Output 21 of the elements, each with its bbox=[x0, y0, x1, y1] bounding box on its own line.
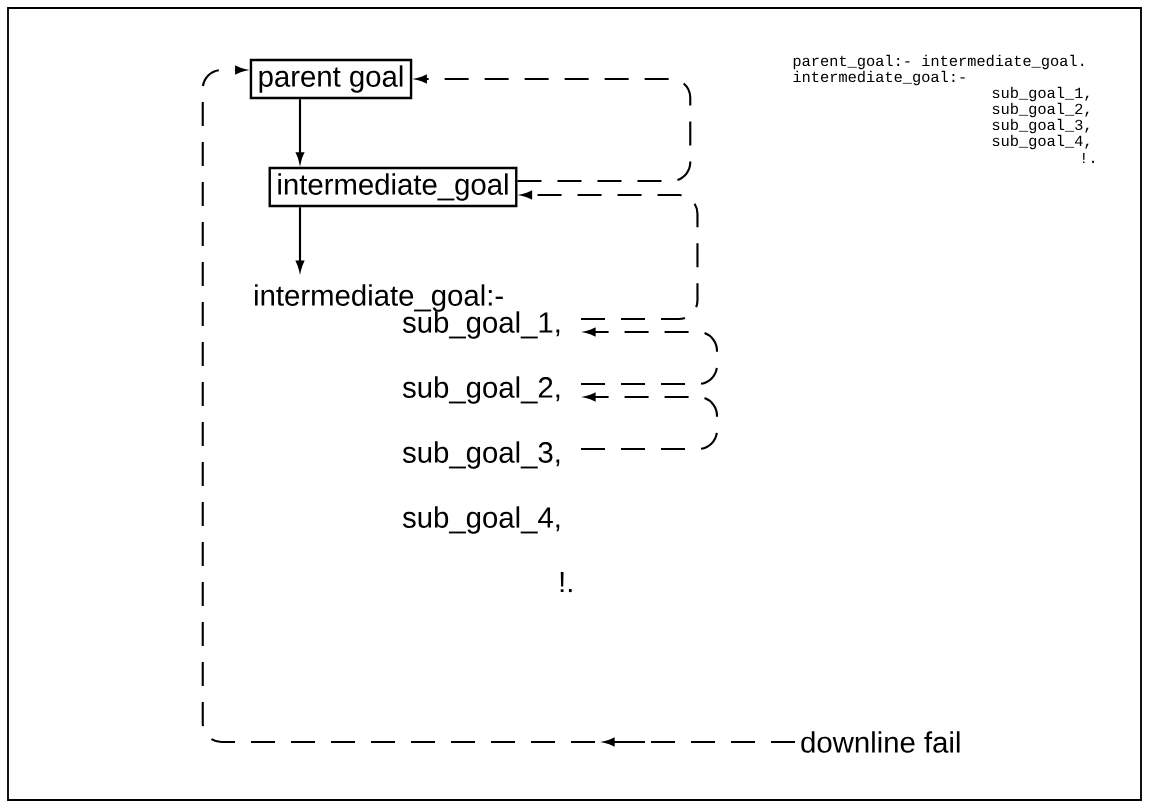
arrow bbox=[296, 207, 304, 272]
code-line: sub_goal_1, bbox=[992, 86, 1089, 102]
code-line: sub_goal_3, bbox=[992, 118, 1089, 134]
code-text: !. bbox=[560, 571, 572, 593]
dashed-arrow bbox=[581, 328, 719, 386]
code-line: !. bbox=[1083, 152, 1094, 164]
code-text: sub_goal_3, bbox=[402, 441, 560, 469]
dashed-arrow bbox=[201, 66, 795, 747]
dashed-arrow bbox=[581, 393, 719, 451]
code-line: intermediate_goal:- bbox=[793, 70, 965, 86]
code-text: intermediate_goal:- bbox=[255, 284, 503, 312]
goal-box: intermediate_goal bbox=[268, 166, 518, 208]
code-text: sub_goal_4, bbox=[402, 506, 560, 534]
dashed-arrow bbox=[521, 191, 699, 321]
code-line: sub_goal_4, bbox=[992, 134, 1089, 150]
text-label: downline fail bbox=[801, 731, 960, 753]
code-line: sub_goal_2, bbox=[992, 102, 1089, 118]
code-line: parent_goal:- intermediate_goal. bbox=[793, 54, 1084, 70]
goal-box: parent goal bbox=[249, 58, 413, 100]
code-text: sub_goal_2, bbox=[402, 376, 560, 404]
code-text: sub_goal_1, bbox=[402, 311, 560, 339]
